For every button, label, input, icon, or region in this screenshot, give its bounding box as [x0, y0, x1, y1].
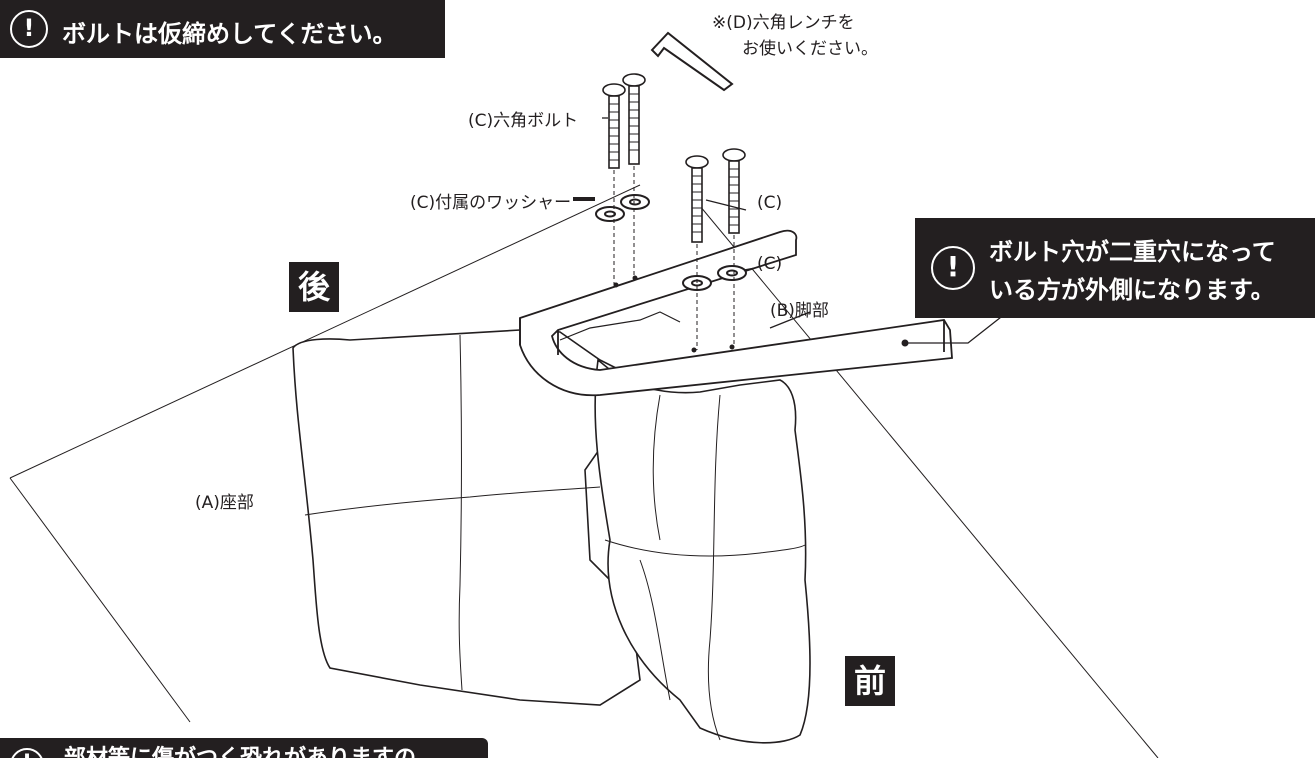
hex-bolt-label: (C)六角ボルト [468, 111, 579, 131]
callout-text-line1: ボルト穴が二重穴になって [989, 238, 1276, 266]
callout-text: 部材等に傷がつく恐れがありますの [64, 740, 416, 758]
back-tag: 後 [289, 262, 339, 312]
alignment-lines [613, 166, 735, 350]
exclamation-icon: ! [10, 10, 48, 48]
front-tag: 前 [845, 656, 895, 706]
seat-seams [304, 334, 806, 741]
seat-label: (A)座部 [195, 493, 254, 513]
callout-text: ボルトは仮締めしてください。 [62, 20, 397, 48]
washer-label: (C)付属のワッシャー [410, 193, 572, 213]
leg-label: (B)脚部 [770, 301, 829, 321]
leader-lines [573, 117, 1011, 344]
c-label-upper: (C) [757, 193, 783, 213]
hex-bolt-icon [622, 73, 646, 165]
c-label-lower: (C) [757, 254, 783, 274]
exclamation-icon: ! [10, 748, 44, 758]
leg-bolt-holes [613, 275, 909, 353]
hex-bolt-icon [722, 148, 746, 234]
wrench-note-line1: ※(D)六角レンチを [712, 13, 855, 33]
hex-bolt-icon [685, 155, 709, 243]
washer-icon [717, 265, 747, 281]
leg-frame [519, 229, 953, 397]
callout-scratch-warning: ! 部材等に傷がつく恐れがありますの [0, 738, 488, 758]
washer-icon [620, 194, 650, 210]
hex-bolt-icon [602, 83, 626, 169]
callout-tighten-temporarily: ! ボルトは仮締めしてください。 [0, 0, 445, 58]
washer-icon [595, 206, 625, 222]
floor-lines [9, 184, 1159, 758]
hex-wrench-icon [650, 31, 734, 92]
hex-bolts [602, 73, 746, 243]
callout-text-line2: いる方が外側になります。 [989, 276, 1275, 304]
seat-cushion [292, 329, 811, 744]
exclamation-icon: ! [931, 246, 975, 290]
callout-double-hole-outside: ! ボルト穴が二重穴になって いる方が外側になります。 [915, 218, 1315, 318]
wrench-note-line2: お使いください。 [742, 39, 878, 59]
